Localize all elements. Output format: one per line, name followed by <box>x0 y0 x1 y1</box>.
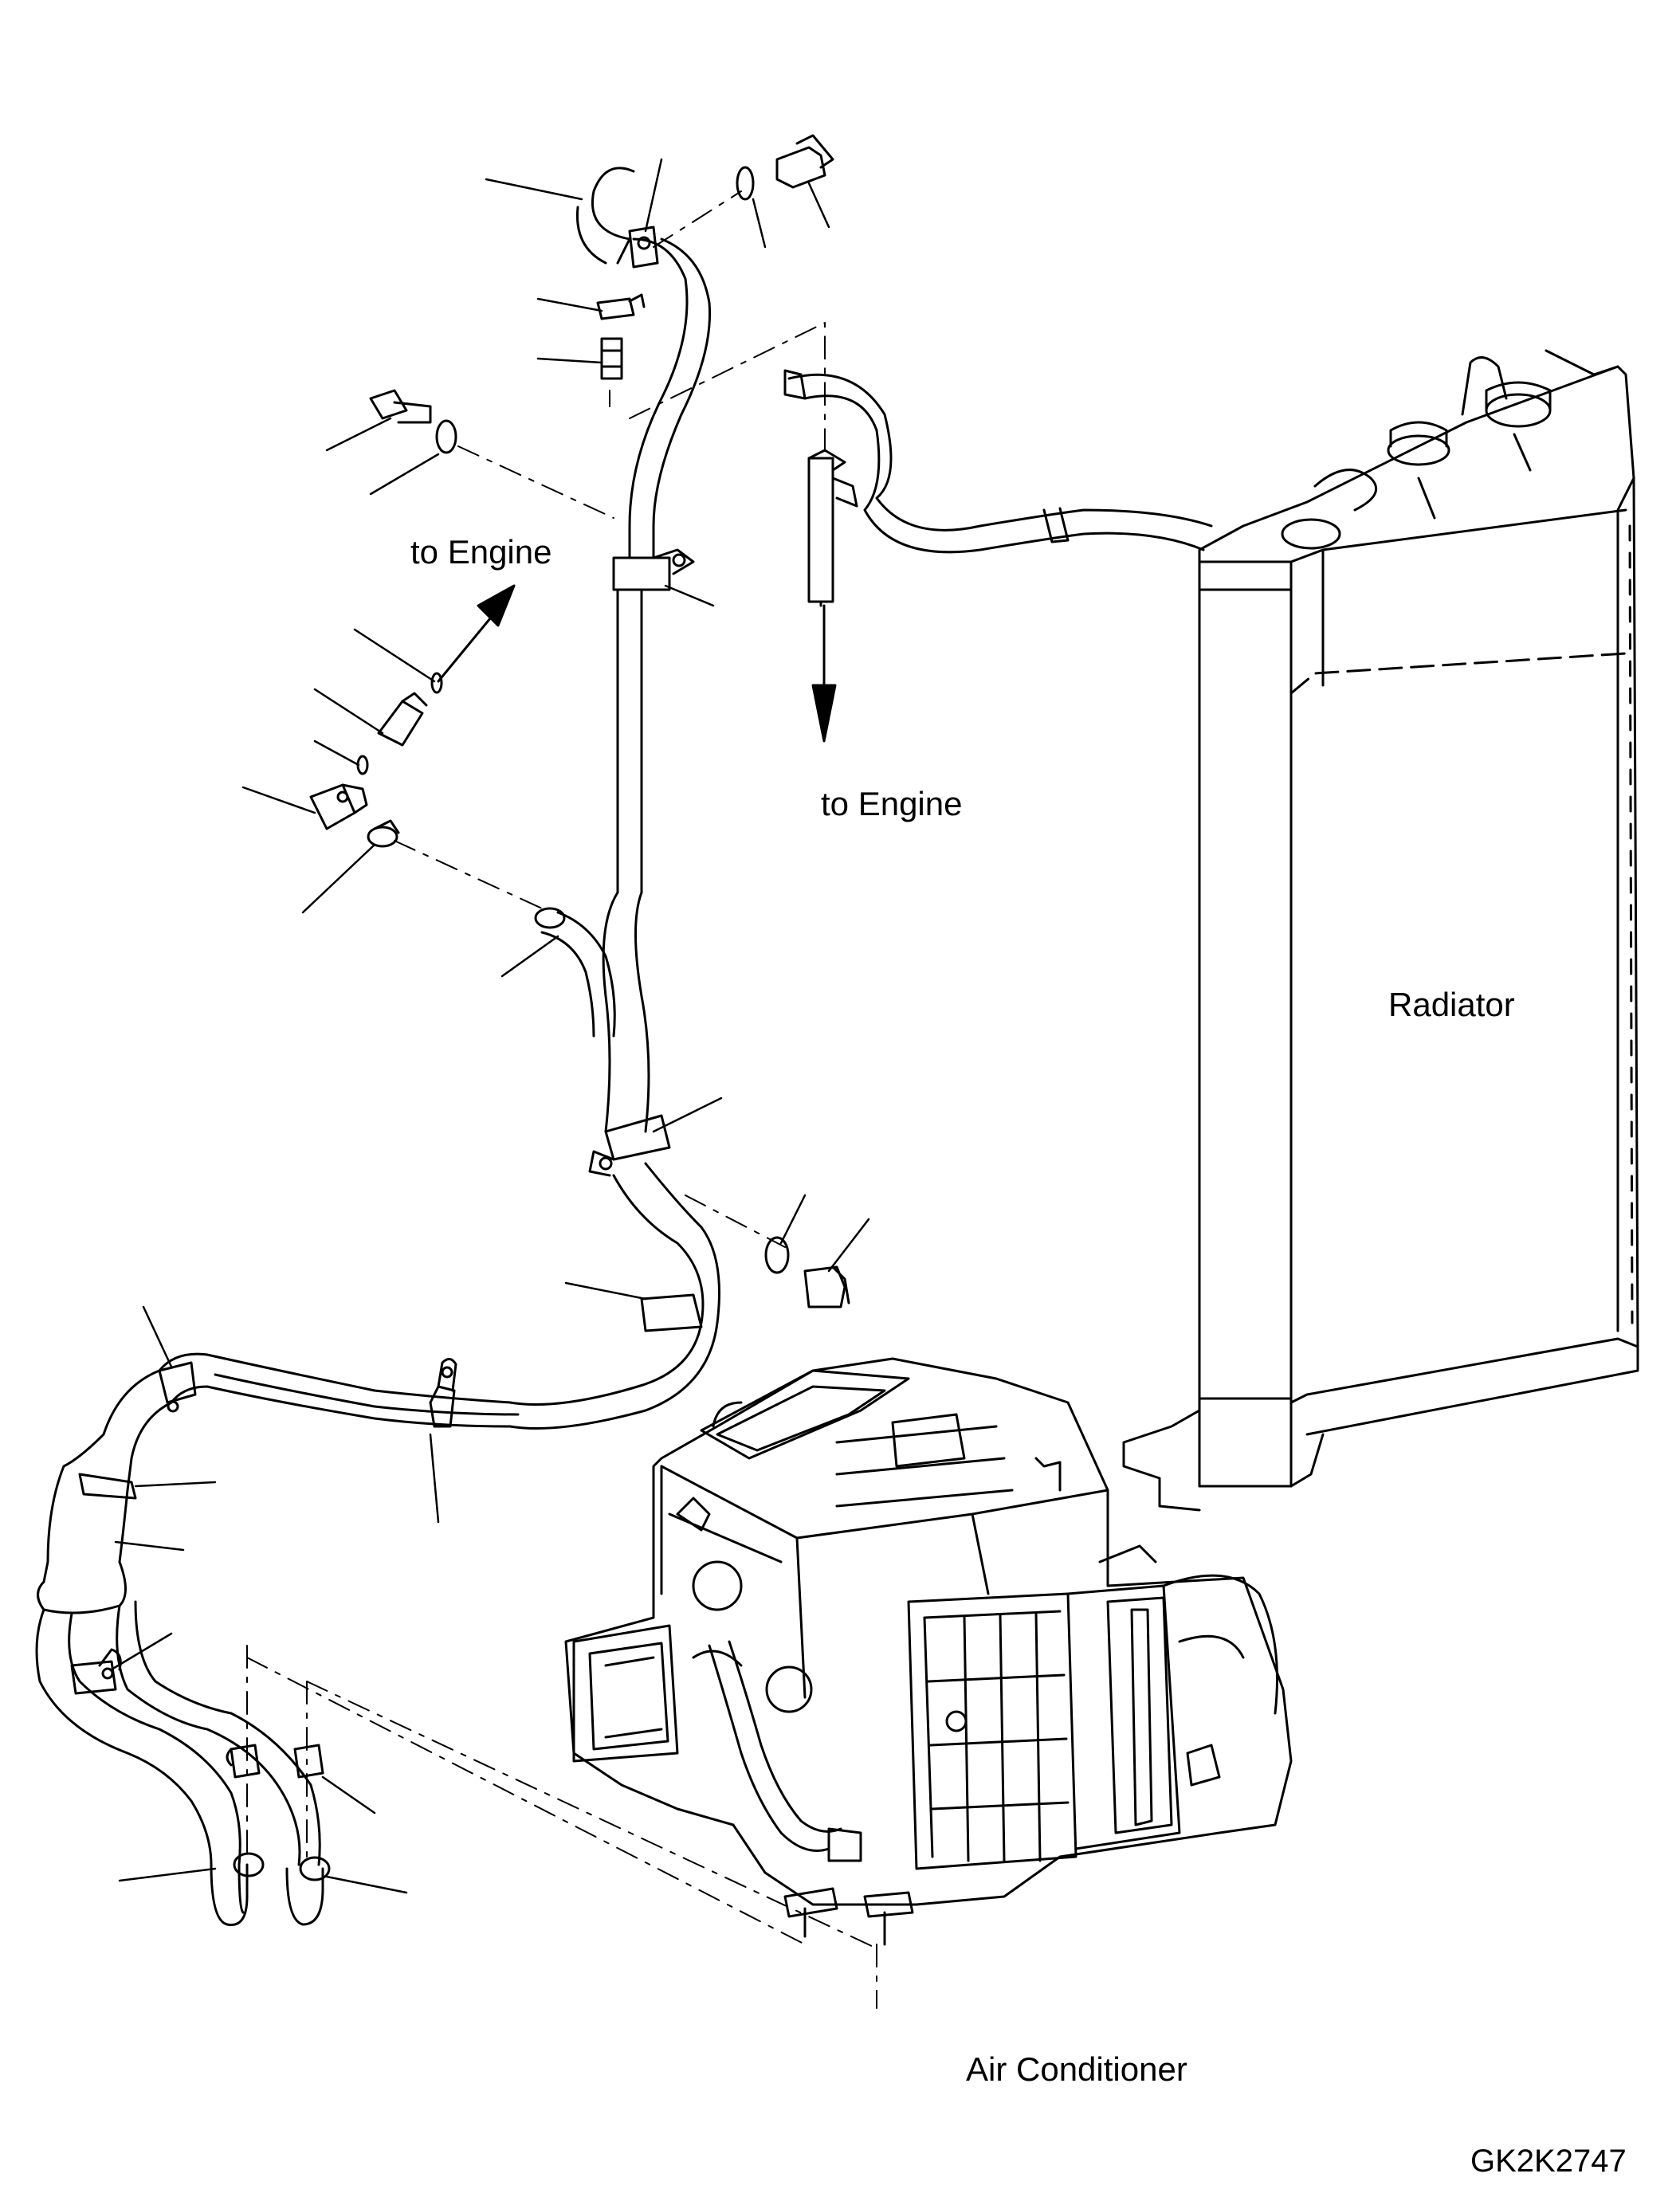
to-engine-label-upper: to Engine <box>410 533 552 571</box>
radiator-assembly <box>1122 349 1639 1512</box>
assembly-dashed-lines <box>246 190 877 2009</box>
drawing-code: GK2K2747 <box>1470 2144 1627 2179</box>
radiator-label: Radiator <box>1388 986 1515 1023</box>
heater-hose <box>35 167 720 1927</box>
radiator-overflow-hose <box>783 369 1213 607</box>
fittings-group <box>226 134 850 1767</box>
leader-lines <box>110 158 870 1894</box>
to-engine-label-lower: to Engine <box>821 785 963 822</box>
air-conditioner-label: Air Conditioner <box>966 2050 1187 2088</box>
air-conditioner-unit <box>564 1357 1293 1946</box>
engine-arrow-down <box>811 604 837 743</box>
engine-arrow-up <box>437 584 516 683</box>
